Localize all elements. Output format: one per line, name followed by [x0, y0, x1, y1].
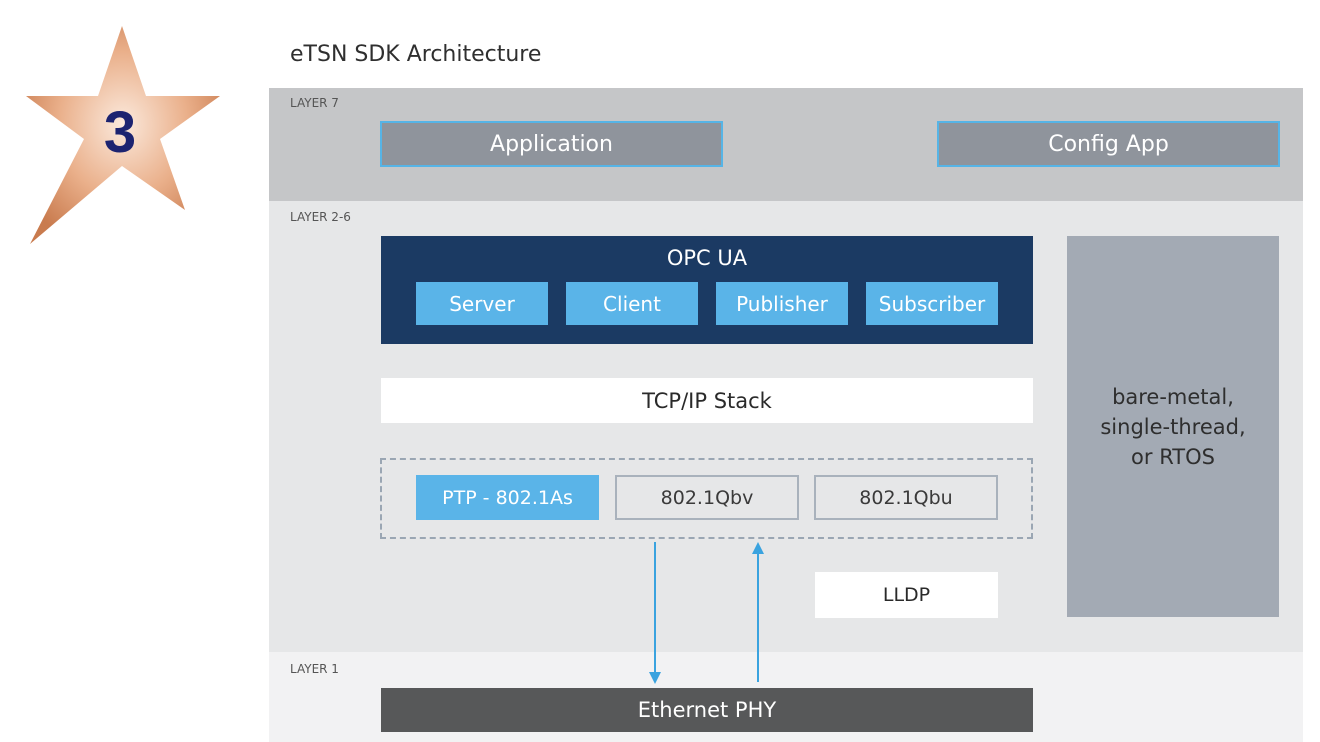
ptp-box: PTP - 802.1As [416, 475, 599, 520]
up-arrow-head [752, 542, 764, 554]
opc-ua-publisher-box: Publisher [716, 282, 848, 325]
tsn-group-outline [380, 458, 1033, 539]
opc-ua-client-box: Client [566, 282, 698, 325]
lldp-box: LLDP [815, 572, 998, 618]
qbu-box: 802.1Qbu [814, 475, 998, 520]
opc-ua-subscriber-box: Subscriber [866, 282, 998, 325]
diagram-title: eTSN SDK Architecture [290, 42, 542, 67]
opc-ua-label: OPC UA [666, 246, 748, 270]
os-line-3: or RTOS [1131, 444, 1215, 469]
qbv-box: 802.1Qbv [615, 475, 799, 520]
config-app-box: Config App [937, 121, 1280, 167]
layer-7-label: LAYER 7 [290, 96, 339, 110]
application-box: Application [380, 121, 723, 167]
down-arrow-head [649, 672, 661, 684]
os-line-2: single-thread, [1100, 414, 1246, 439]
star-icon: 3 [26, 26, 220, 244]
data-flow-arrows [649, 542, 764, 684]
badge-number: 3 [104, 100, 136, 165]
os-line-1: bare-metal, [1112, 384, 1234, 409]
ethernet-phy-box: Ethernet PHY [381, 688, 1033, 732]
layer-2-6-label: LAYER 2-6 [290, 210, 351, 224]
layer-1-label: LAYER 1 [290, 662, 339, 676]
tcp-ip-stack-box: TCP/IP Stack [381, 378, 1033, 423]
opc-ua-server-box: Server [416, 282, 548, 325]
os-box: bare-metal, single-thread, or RTOS [1067, 236, 1279, 617]
